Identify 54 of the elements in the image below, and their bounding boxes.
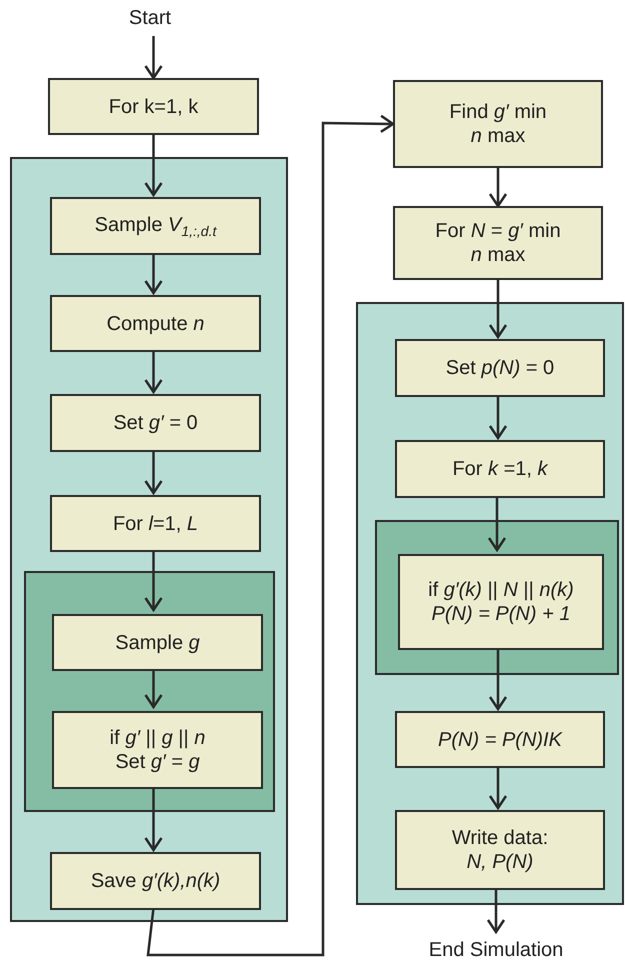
step-text: For l=1, L (112, 512, 198, 536)
step-text: n max (470, 243, 526, 267)
loop-panel (24, 571, 275, 812)
arrow (144, 135, 163, 196)
process-box (395, 711, 605, 768)
arrow (144, 36, 163, 80)
arrow (486, 888, 506, 934)
process-box (398, 554, 604, 650)
process-box (395, 339, 605, 397)
step-text: Compute n (106, 312, 204, 336)
arrow (488, 168, 508, 208)
arrow (488, 496, 506, 552)
process-box (50, 394, 261, 452)
process-box (395, 810, 605, 890)
process-box (50, 852, 261, 910)
arrow (488, 395, 508, 440)
arrow (144, 350, 163, 394)
step-text: P(N) = P(N)IK (438, 728, 562, 752)
arrow (144, 450, 163, 494)
loop-panel (375, 520, 619, 675)
process-box (48, 78, 259, 135)
step-text: Set g′ = 0 (113, 411, 198, 435)
step-text: For k=1, k (108, 94, 198, 118)
step-text: Write data: (452, 826, 548, 850)
process-box (52, 614, 263, 671)
step-text: Save g′(k),n(k) (90, 869, 220, 893)
process-box (393, 206, 603, 280)
loop-panel (356, 302, 624, 905)
arrow (144, 253, 163, 294)
arrow (488, 280, 508, 338)
arrow (488, 766, 508, 810)
step-text: N, P(N) (466, 850, 534, 874)
step-text: if g′ || g || n (110, 726, 206, 750)
loop-panel (10, 157, 288, 922)
terminal-label: End Simulation (428, 938, 564, 962)
process-box (50, 197, 261, 255)
step-text: if g′(k) || N || n(k) (428, 578, 574, 602)
process-box (393, 80, 603, 168)
arrow (146, 114, 394, 956)
step-text: P(N) = P(N) + 1 (432, 602, 570, 626)
step-text: For N = g′ min (435, 219, 561, 243)
step-text: n max (470, 124, 526, 148)
process-box (52, 711, 263, 789)
step-text: Set p(N) = 0 (446, 356, 554, 380)
step-text: Sample V$_{1,:,d.t}$ (94, 212, 216, 240)
arrow (144, 550, 163, 612)
process-box (395, 440, 605, 498)
process-box (50, 495, 261, 552)
step-text: Sample g (115, 630, 200, 654)
process-box (50, 295, 261, 352)
step-text: For k =1, k (452, 457, 548, 481)
terminal-label: Start (128, 6, 172, 30)
step-text: Set g′ = g (115, 750, 200, 774)
step-text: Find g′ min (449, 100, 547, 124)
